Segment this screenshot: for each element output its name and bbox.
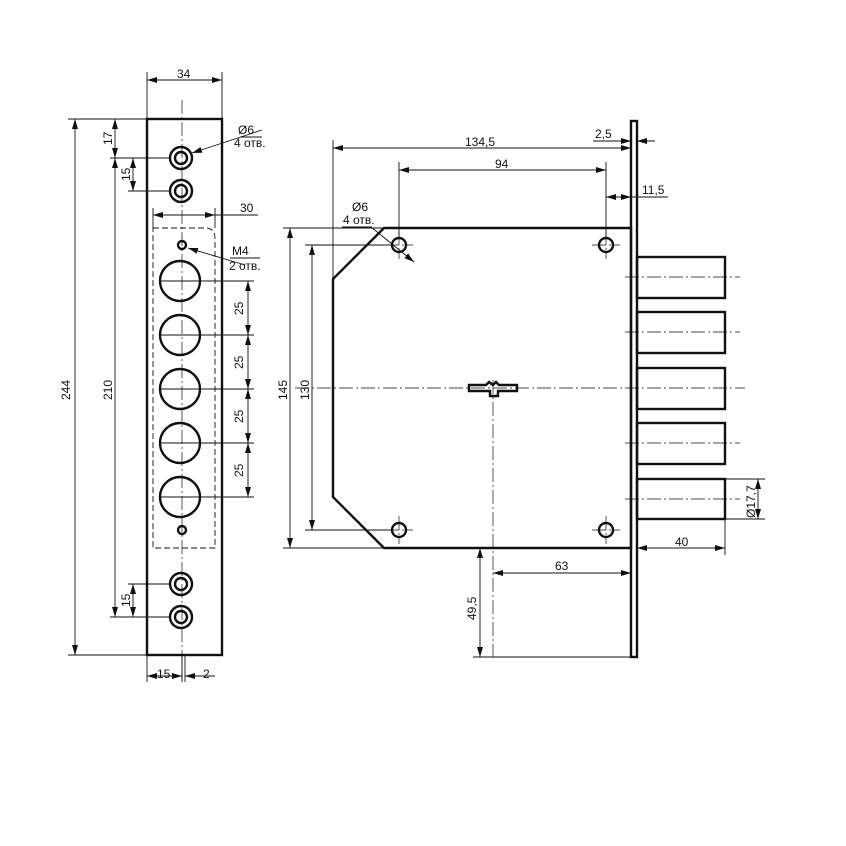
pocket-outline (152, 227, 216, 549)
dim-offset-15: 15 (157, 667, 171, 681)
thread-note-size: M4 (232, 244, 249, 258)
lock-body-view: 134,5 94 2,5 11,5 145 130 63 49,5 40 Ø17… (276, 119, 765, 659)
dim-bolt-pitch: 25 (232, 355, 246, 369)
dim-bolt-diameter: Ø17,7 (744, 485, 758, 518)
mount-holes (168, 145, 194, 630)
thread-note-count: 2 отв. (229, 259, 261, 273)
dim-hole-span: 210 (101, 380, 115, 400)
dim-key-offset: 49,5 (465, 596, 479, 620)
dim-hole-spacing: 94 (495, 157, 509, 171)
strike-plate-outline (145, 117, 224, 657)
m4-hole (176, 524, 188, 536)
hole-note-count: 4 отв. (343, 213, 375, 227)
dim-hole-vertical: 130 (298, 380, 312, 400)
dim-total-height: 244 (59, 380, 73, 400)
dim-pitch-top: 15 (119, 167, 133, 181)
dim-backset: 63 (555, 559, 569, 573)
dim-overall-depth: 134,5 (465, 135, 495, 149)
dim-width: 34 (177, 67, 191, 81)
dim-bolt-pitch: 25 (232, 409, 246, 423)
dim-pocket-width: 30 (240, 201, 254, 215)
dim-bolt-pitch: 25 (232, 463, 246, 477)
dim-bolt-throw: 40 (675, 535, 689, 549)
hole-note-size: Ø6 (352, 200, 368, 214)
hole-note-count: 4 отв. (234, 136, 266, 150)
dim-bolt-pitch: 25 (232, 301, 246, 315)
dim-top-offset: 17 (101, 131, 115, 145)
strike-plate-view: 34 244 210 17 15 15 30 25 25 25 25 15 2 … (59, 67, 266, 682)
dim-hole-offset: 11,5 (642, 183, 665, 197)
dim-faceplate-thickness: 2,5 (595, 127, 612, 141)
dim-pitch-bottom: 15 (119, 593, 133, 607)
m4-hole (176, 239, 188, 251)
case-holes (390, 236, 615, 539)
hole-note-size: Ø6 (238, 123, 254, 137)
dim-body-height: 145 (276, 380, 290, 400)
dim-offset-2: 2 (203, 667, 210, 681)
